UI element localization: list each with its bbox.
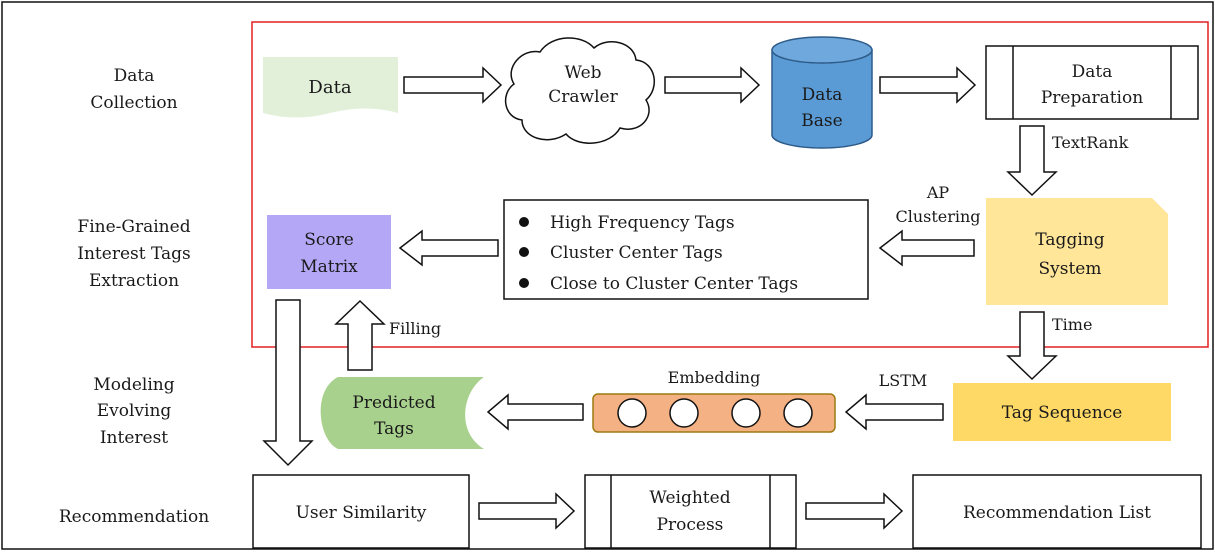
tag-sequence-box (953, 383, 1171, 441)
edge-label-textrank: TextRank (1052, 133, 1129, 152)
data-preparation-box (985, 45, 1199, 120)
predicted-tags-label-1: Predicted (352, 393, 435, 413)
tagging-system-label-1: Tagging (1035, 230, 1104, 250)
data-preparation-label-2: Preparation (1041, 88, 1143, 108)
embedding-node-4 (783, 398, 813, 428)
edge-label-filling: Filling (389, 319, 441, 338)
stage-label-fine-grained-2: Interest Tags (77, 244, 190, 264)
edge-label-clustering: Clustering (895, 207, 980, 226)
edge-label-time: Time (1052, 315, 1092, 334)
database-label-2: Base (801, 111, 842, 131)
edge-label-lstm: LSTM (879, 371, 928, 390)
tag-sequence-label: Tag Sequence (1002, 403, 1123, 423)
database-label-1: Data (802, 85, 843, 105)
embedding-node-1 (617, 398, 647, 428)
score-matrix-label-2: Matrix (300, 257, 358, 277)
arrow-taglist-to-score (398, 229, 499, 267)
weighted-process-box (584, 474, 797, 549)
stage-label-modeling-2: Evolving (97, 401, 172, 421)
tag-list-bullet-3 (519, 278, 529, 288)
user-similarity-label: User Similarity (296, 503, 427, 523)
arrow-database-to-preparation (879, 66, 977, 104)
edge-label-ap: AP (926, 183, 950, 202)
tagging-system-shape (986, 198, 1168, 305)
tag-list-box (503, 199, 869, 300)
user-similarity-box (252, 474, 470, 549)
arrow-sequence-to-embedding (844, 393, 944, 431)
score-matrix-label-1: Score (304, 230, 354, 250)
stage-label-fine-grained-1: Fine-Grained (77, 217, 190, 237)
embedding-node-2 (669, 398, 699, 428)
arrow-similarity-to-weighted (478, 492, 576, 530)
tagging-system-label-2: System (1039, 259, 1102, 279)
arrow-tagging-to-taglist (878, 229, 975, 267)
data-node-label: Data (308, 77, 351, 98)
arrow-predicted-to-score (334, 299, 386, 371)
stage-label-modeling-1: Modeling (93, 375, 174, 395)
stage-label-recommendation: Recommendation (59, 507, 209, 527)
arrow-preparation-to-tagging (1006, 125, 1058, 197)
database-cylinder-body (771, 49, 873, 149)
arrow-embedding-to-predicted (486, 393, 584, 431)
recommendation-list-label: Recommendation List (963, 503, 1151, 523)
tag-list-item-close-to-center: Close to Cluster Center Tags (550, 274, 798, 294)
arrow-data-to-crawler (403, 66, 503, 104)
predicted-tags-label-2: Tags (374, 419, 414, 439)
tag-list-bullet-2 (519, 247, 529, 257)
stage-label-data-collection-2: Collection (90, 93, 177, 113)
tag-list-bullet-1 (519, 217, 529, 227)
stage-label-fine-grained-3: Extraction (89, 271, 179, 291)
database-cylinder-top (771, 36, 873, 64)
embedding-box (592, 393, 836, 433)
weighted-process-label-1: Weighted (649, 488, 730, 508)
arrow-tagging-to-sequence (1006, 311, 1058, 381)
arrow-score-to-similarity (262, 299, 314, 467)
highlight-frame (251, 21, 1209, 348)
arrow-weighted-to-list (805, 492, 904, 530)
tag-list-item-high-frequency: High Frequency Tags (550, 213, 735, 233)
stage-label-data-collection-1: Data (114, 66, 155, 86)
web-crawler-cloud (504, 37, 655, 144)
web-crawler-label-2: Crawler (548, 87, 618, 107)
stage-label-modeling-3: Interest (100, 428, 168, 448)
embedding-node-3 (731, 398, 761, 428)
tag-list-item-cluster-center: Cluster Center Tags (550, 243, 723, 263)
web-crawler-label-1: Web (564, 63, 601, 83)
recommendation-list-box (912, 474, 1202, 549)
predicted-tags-shape (320, 377, 484, 449)
data-preparation-label-1: Data (1072, 62, 1113, 82)
weighted-process-label-2: Process (657, 515, 724, 535)
arrow-crawler-to-database (664, 66, 761, 104)
edge-label-embedding: Embedding (668, 368, 761, 387)
score-matrix-box (267, 215, 391, 289)
data-document-shape (263, 57, 398, 118)
